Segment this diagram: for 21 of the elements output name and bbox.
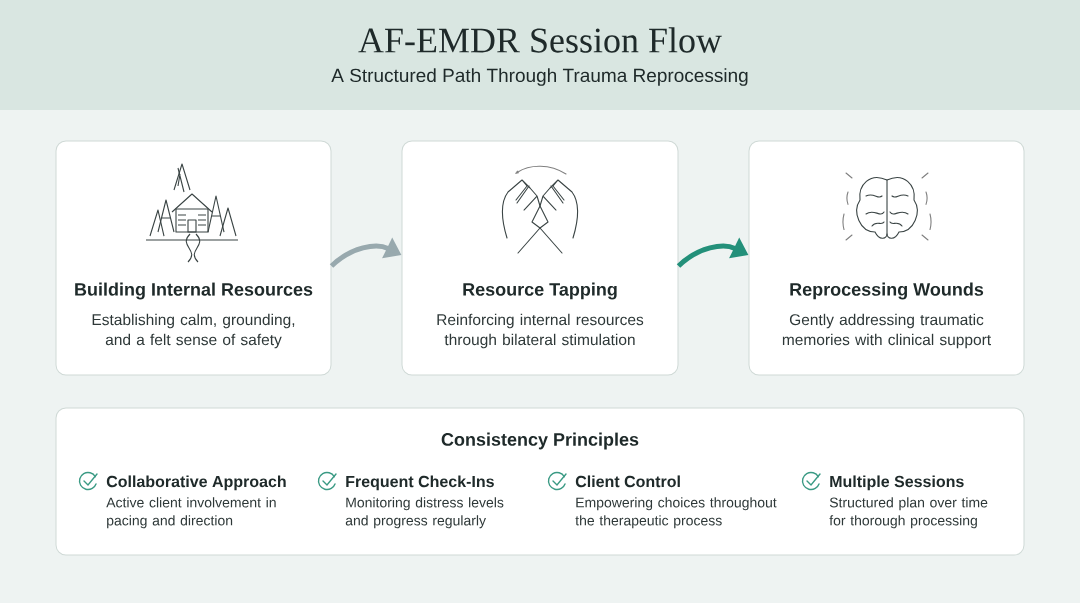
step-card [55,140,332,376]
principle-title: Frequent Check-Ins [346,475,494,491]
principle-description: Active client involvement in pacing and direction [106,497,276,529]
step-title: Building Internal Resources [75,282,313,300]
principle-description: Structured plan over time for thorough processing [829,497,988,529]
step-description: Establishing calm, grounding, and a felt sense of safety [92,313,295,349]
subtitle: A Structured Path Through Trauma Reprocessing [331,68,748,86]
principles-panel [55,407,1025,556]
principle-title: Collaborative Approach [106,475,286,491]
principle-title: Multiple Sessions [830,475,964,491]
principle-title: Client Control [575,475,680,488]
panel-heading: Consistency Principles [441,432,639,450]
step-description: Reinforcing internal resources through bilateral stimulation [437,313,644,349]
step-description: Gently addressing traumatic memories with clinical support [782,313,991,349]
step-card [401,140,679,376]
principle-description: Monitoring distress levels and progress regularly [345,497,504,529]
step-title: Resource Tapping [463,282,617,300]
step-card [748,140,1025,376]
title: AF-EMDR Session Flow [358,27,722,53]
principle-description: Empowering choices throughout the therapeutic process [575,497,777,529]
step-title: Reprocessing Wounds [790,282,984,300]
